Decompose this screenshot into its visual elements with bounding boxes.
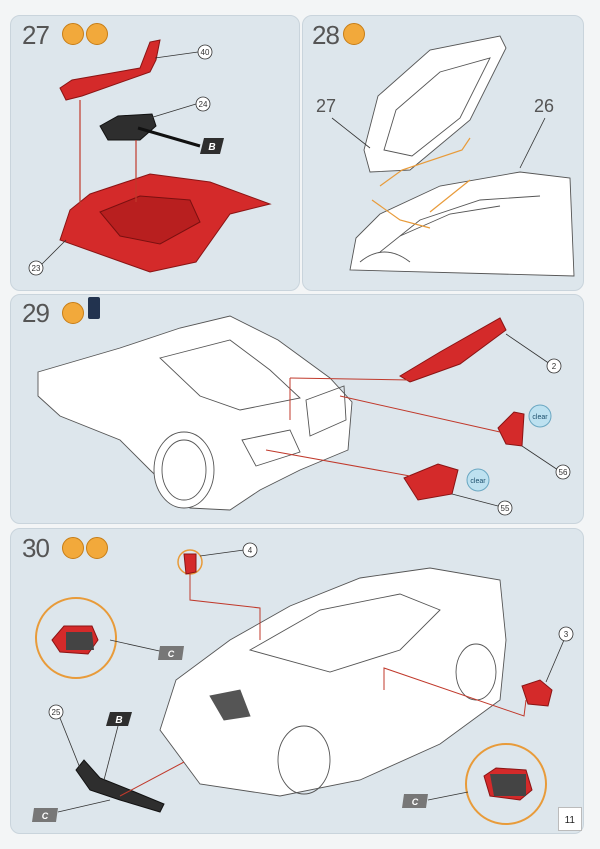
paint-code-b: B (208, 142, 215, 153)
paint-brush-icon (86, 23, 108, 45)
label-27: 27 (316, 96, 336, 116)
support-rod-guide (379, 137, 471, 187)
paint-code-tag (32, 808, 58, 822)
step-27-number: 27 (22, 20, 50, 50)
assembly-arrow (189, 574, 261, 640)
callout-23 (28, 260, 44, 276)
callout-40 (197, 44, 213, 60)
svg-text:C: C (42, 811, 49, 821)
car-front-drawing (159, 567, 507, 797)
svg-text:C: C (168, 649, 175, 659)
step-29-number: 29 (22, 298, 50, 328)
assembly-arrow (119, 761, 185, 797)
clear-paint-badge (528, 404, 552, 428)
zoom-circle-mirror-right (465, 743, 547, 825)
page-number: 11 (557, 807, 582, 831)
part-40-bracket (59, 39, 161, 101)
zoom-circle-mirror-left (35, 597, 117, 679)
car-rear-drawing (37, 315, 353, 511)
callout-24 (195, 96, 211, 112)
step-30-number: 30 (22, 533, 50, 563)
paint-code-tag (106, 712, 132, 726)
svg-text:clear: clear (532, 414, 548, 421)
glue-icon (62, 302, 84, 324)
callout-40-label: 40 (201, 48, 210, 57)
svg-text:C: C (412, 797, 419, 807)
part-55-taillight (403, 463, 459, 501)
paint-bottle-icon (88, 297, 100, 319)
no-glue-icon (343, 23, 365, 45)
callout-3: 3 (564, 630, 569, 639)
part-25-front-lip (75, 759, 165, 813)
callout-55: 55 (501, 504, 510, 513)
part-23-hood (59, 173, 272, 273)
callout-24-label: 24 (199, 100, 208, 109)
label-26: 26 (534, 96, 554, 116)
paint-code-tag (402, 794, 428, 808)
paint-code-tag (158, 646, 184, 660)
callout-25: 25 (52, 708, 61, 717)
glue-icon (62, 537, 84, 559)
part-56-taillight (497, 411, 525, 447)
callout-56: 56 (559, 468, 568, 477)
svg-text:B: B (115, 715, 122, 726)
paint-brush-icon (86, 537, 108, 559)
callout-2: 2 (552, 362, 557, 371)
hood-open-drawing (349, 35, 575, 277)
paint-code-tag (200, 138, 224, 154)
part-24-plate (99, 113, 157, 141)
glue-icon (62, 23, 84, 45)
callout-23-label: 23 (32, 264, 41, 273)
step-28-number: 28 (312, 20, 340, 50)
callout-4: 4 (248, 546, 253, 555)
assembly-arrow (289, 377, 411, 381)
part-2-spoiler (399, 317, 507, 383)
svg-text:clear: clear (470, 478, 486, 485)
clear-paint-badge (466, 468, 490, 492)
